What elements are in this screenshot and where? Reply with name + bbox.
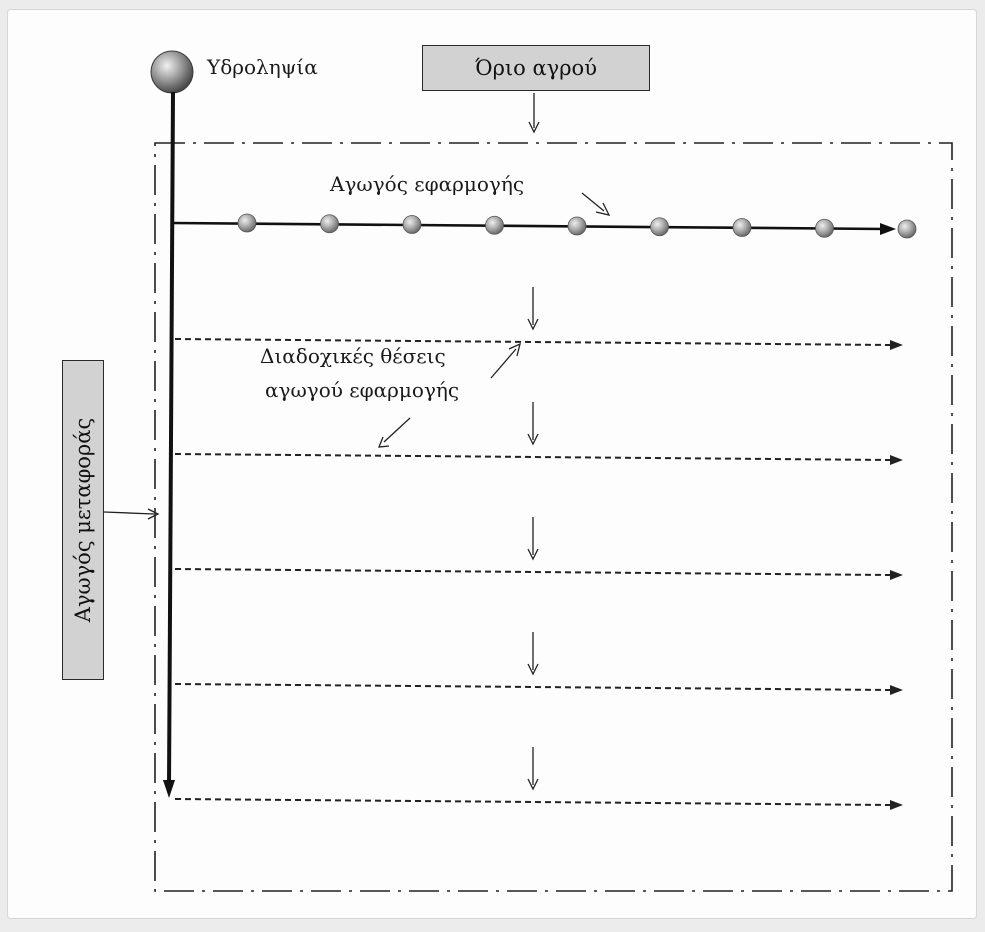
field-boundary-outline [154, 142, 953, 892]
transport-pipe-label: Αγωγός μεταφοράς [71, 417, 95, 623]
application-pipe-label-arrow [581, 192, 611, 216]
sprinkler-icon [237, 213, 257, 233]
successive-positions-arrow-down [377, 417, 411, 448]
sprinkler-icon [815, 218, 834, 238]
field-boundary-arrow [528, 93, 540, 134]
move-down-arrow [527, 517, 539, 561]
transport-pipe-line [163, 91, 175, 798]
sprinkler-icon [320, 214, 339, 234]
transport-pipe-label-box: Αγωγός μεταφοράς [62, 360, 104, 680]
sprinkler-icon [485, 215, 504, 235]
successive-positions-label-line1: Διαδοχικές θέσεις [260, 344, 446, 368]
transport-pipe-arrow [103, 508, 160, 520]
sprinkler-icon [650, 217, 669, 237]
successive-position-line [174, 568, 903, 580]
successive-positions-group [174, 287, 903, 810]
successive-position-line [174, 453, 903, 465]
water-source-icon [150, 50, 194, 94]
sprinkler-icon [732, 218, 752, 237]
sprinkler-icon [402, 215, 422, 234]
sprinkler-group [237, 213, 917, 239]
move-down-arrow [527, 632, 539, 676]
successive-position-line [174, 683, 903, 695]
application-pipe-label: Αγωγός εφαρμογής [330, 172, 525, 196]
successive-positions-arrow-up [490, 342, 521, 379]
move-down-arrow [527, 402, 539, 446]
move-down-arrow [527, 287, 539, 331]
field-boundary-label: Όριο αγρού [422, 45, 650, 91]
successive-position-line [174, 338, 903, 350]
sprinkler-icon [897, 219, 917, 239]
successive-position-line [174, 798, 903, 810]
successive-positions-label-line2: αγωγού εφαρμογής [265, 378, 460, 402]
sprinkler-icon [567, 216, 587, 236]
application-pipe-line [172, 221, 896, 235]
move-down-arrow [527, 747, 539, 791]
water-source-label: Υδροληψία [207, 55, 318, 79]
